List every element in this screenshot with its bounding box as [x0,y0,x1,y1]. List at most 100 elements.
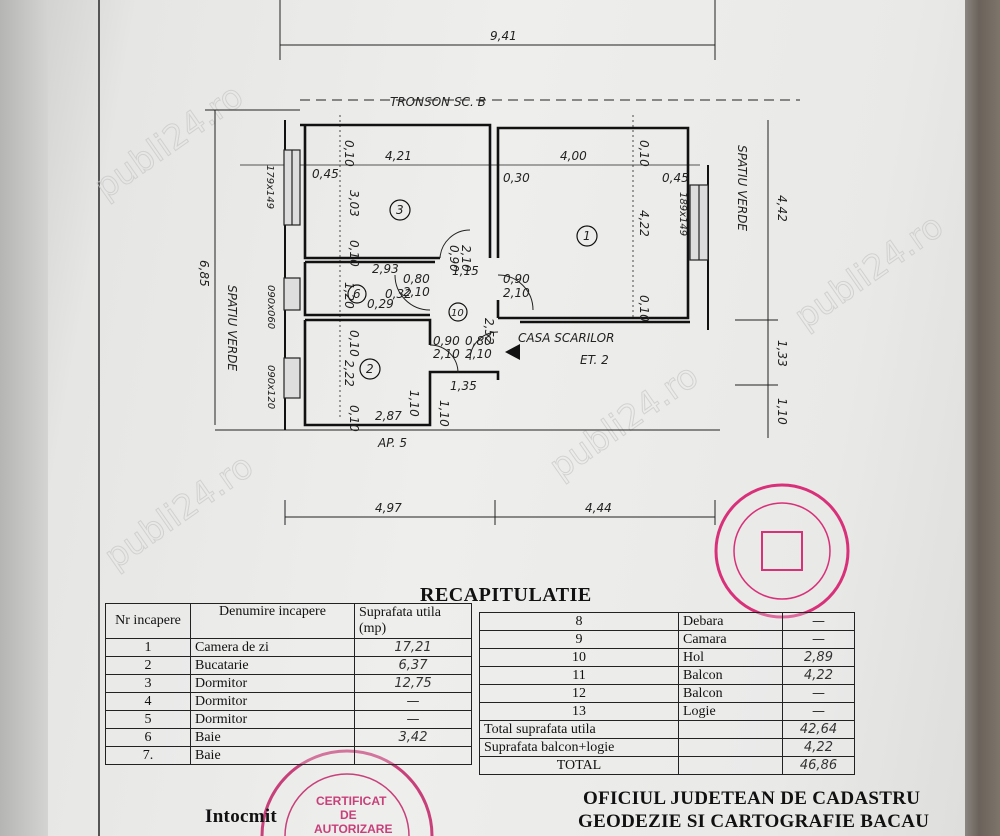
room-nr: 9 [479,630,679,649]
total-area: 42,64 [782,720,855,739]
dimension-note: 2,10 [503,286,530,300]
room-nr: 6 [105,728,191,747]
dimension-note: 0,32 [385,287,412,301]
dimension-note: 1,35 [450,379,477,393]
right-dimension: 4,42 [775,195,789,222]
room-nr: 3 [105,674,191,693]
empty-cell [678,756,783,775]
top-dimension: 9,41 [490,29,517,43]
room-area: 17,21 [354,638,472,657]
room-name: Baie [190,746,355,765]
watermark: publi24.ro [87,76,251,207]
room-name: Hol [678,648,783,667]
room-name: Dormitor [190,692,355,711]
room-name: Dormitor [190,674,355,693]
room-area [354,746,472,765]
total-label: TOTAL [479,756,679,775]
watermark: publi24.ro [542,356,706,487]
dimension-note: 4,00 [560,149,587,163]
dimension-note: 1,20 [342,282,356,309]
stamp-top-right [714,483,850,619]
wooden-surface [965,0,1000,836]
dimension-note: 1,15 [452,264,479,278]
recap-title: RECAPITULATIE [420,584,592,606]
room-name: Dormitor [190,710,355,729]
door-swings [394,229,534,374]
dimension-note: 4,21 [385,149,412,163]
dimension-note: 2,10 [433,347,460,361]
page-edge-left [0,0,48,836]
dimension-note: 0,10 [347,405,361,432]
watermarks: publi24.ro publi24.ro publi24.ro publi24… [87,76,952,578]
dimension-note: 0,30 [503,171,530,185]
dimension-note: 0,10 [637,140,651,167]
dimension-note: 0,10 [347,240,361,267]
room-name: Balcon [678,684,783,703]
header-name: Denumire incapere [190,603,355,639]
total-area: 4,22 [782,738,855,757]
room-number: 3 [396,203,404,217]
room-name: Camera de zi [190,638,355,657]
left-dimension: 6,85 [197,260,211,287]
dimension-note: 2,10 [403,285,430,299]
stair-label: CASA SCARILOR [518,331,614,345]
room-number: 6 [353,287,361,301]
dimension-note: 3,03 [347,190,361,217]
recap-table-left: Nr incapere Denumire incapere Suprafata … [105,603,472,765]
dimension-note: 2,87 [375,409,402,423]
room-name: Camara [678,630,783,649]
room-area: — [782,684,855,703]
dimension-note: 0,10 [342,140,356,167]
room-nr: 10 [479,648,679,667]
room-name: Bucatarie [190,656,355,675]
empty-cell [678,720,783,739]
prepared-by-label: Intocmit [205,806,278,827]
dimension-note: 2,52 [482,318,496,345]
dimension-note: 0,90 [503,272,530,286]
room-number: 10 [451,308,464,319]
left-zone-label: SPATIU VERDE [225,285,239,371]
svg-text:DE: DE [340,808,357,822]
dimension-note: 0,80 [403,272,430,286]
header-nr: Nr incapere [105,603,191,639]
room-name: Debara [678,612,783,631]
total-area: 46,86 [782,756,855,775]
window-label: 189x149 [677,192,688,236]
right-dimension: 1,33 [775,340,789,367]
svg-text:CERTIFICAT: CERTIFICAT [316,794,387,808]
room-number: 2 [366,362,374,376]
room-name: Logie [678,702,783,721]
room-nr: 13 [479,702,679,721]
empty-cell [678,738,783,757]
room-nr: 7. [105,746,191,765]
table-header: Nr incapere Denumire incapere Suprafata … [105,603,472,639]
room-nr: 2 [105,656,191,675]
bottom-dimension: 4,44 [585,501,612,515]
office-line-1: OFICIUL JUDETEAN DE CADASTRU [583,788,921,809]
dimension-note: 0,45 [662,171,689,185]
room-area: — [782,612,855,631]
room-nr: 5 [105,710,191,729]
room-area: — [354,710,472,729]
room-area: 6,37 [354,656,472,675]
watermark: publi24.ro [97,446,261,577]
right-dimension: 1,10 [775,398,789,425]
room-area: — [782,702,855,721]
dimension-note: 2,93 [372,262,399,276]
dimension-note: 2,10 [459,245,473,272]
room-number-circles [347,199,598,380]
room-nr: 12 [479,684,679,703]
window-label: 090x060 [265,285,276,329]
room-nr: 1 [105,638,191,657]
room-nr: 11 [479,666,679,685]
